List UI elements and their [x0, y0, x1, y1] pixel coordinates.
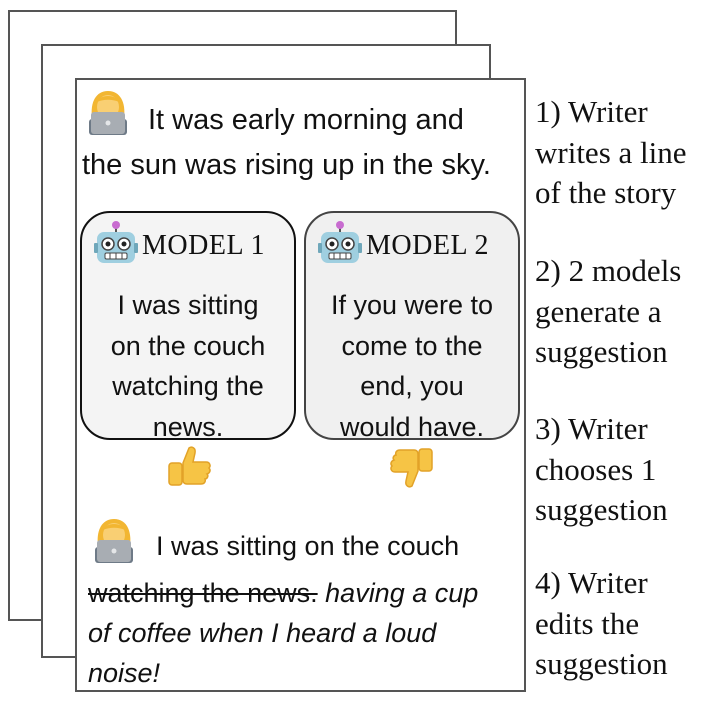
model-2-suggestion-text: If you were to come to the end, you woul…	[330, 290, 494, 442]
writer-icon	[95, 519, 133, 563]
model-1-label: MODEL 1	[142, 230, 266, 261]
step-2-description: 2) 2 models generate a suggestion	[535, 253, 682, 369]
added-text: having a cup of coffee when I heard a lo…	[88, 578, 479, 688]
step-1-description: 1) Writer writes a line of the story	[535, 94, 687, 210]
model-2-label: MODEL 2	[366, 230, 490, 261]
step-4-description: 4) Writer edits the suggestion	[535, 565, 668, 681]
step-3-description: 3) Writer chooses 1 suggestion	[535, 411, 668, 527]
edited-suggestion: watching the news. having a cup of coffe…	[88, 573, 508, 693]
writer-line-part1: It was early morning and	[148, 104, 464, 136]
robot-icon	[318, 221, 362, 263]
thumbs-down-icon[interactable]	[388, 443, 436, 491]
robot-icon	[94, 221, 138, 263]
model-1-suggestion-card[interactable]: MODEL 1 I was sitting on the couch watch…	[80, 211, 296, 442]
edited-suggestion-prefix: I was sitting on the couch	[156, 531, 460, 561]
model-1-suggestion-text: I was sitting on the couch watching the …	[110, 290, 266, 442]
model-2-suggestion-card[interactable]: MODEL 2 If you were to come to the end, …	[304, 211, 520, 442]
writer-line-part2: the sun was rising up in the sky.	[82, 149, 491, 181]
writer-icon	[89, 91, 127, 135]
deleted-text: watching the news.	[88, 578, 318, 608]
thumbs-up-icon[interactable]	[165, 443, 213, 491]
